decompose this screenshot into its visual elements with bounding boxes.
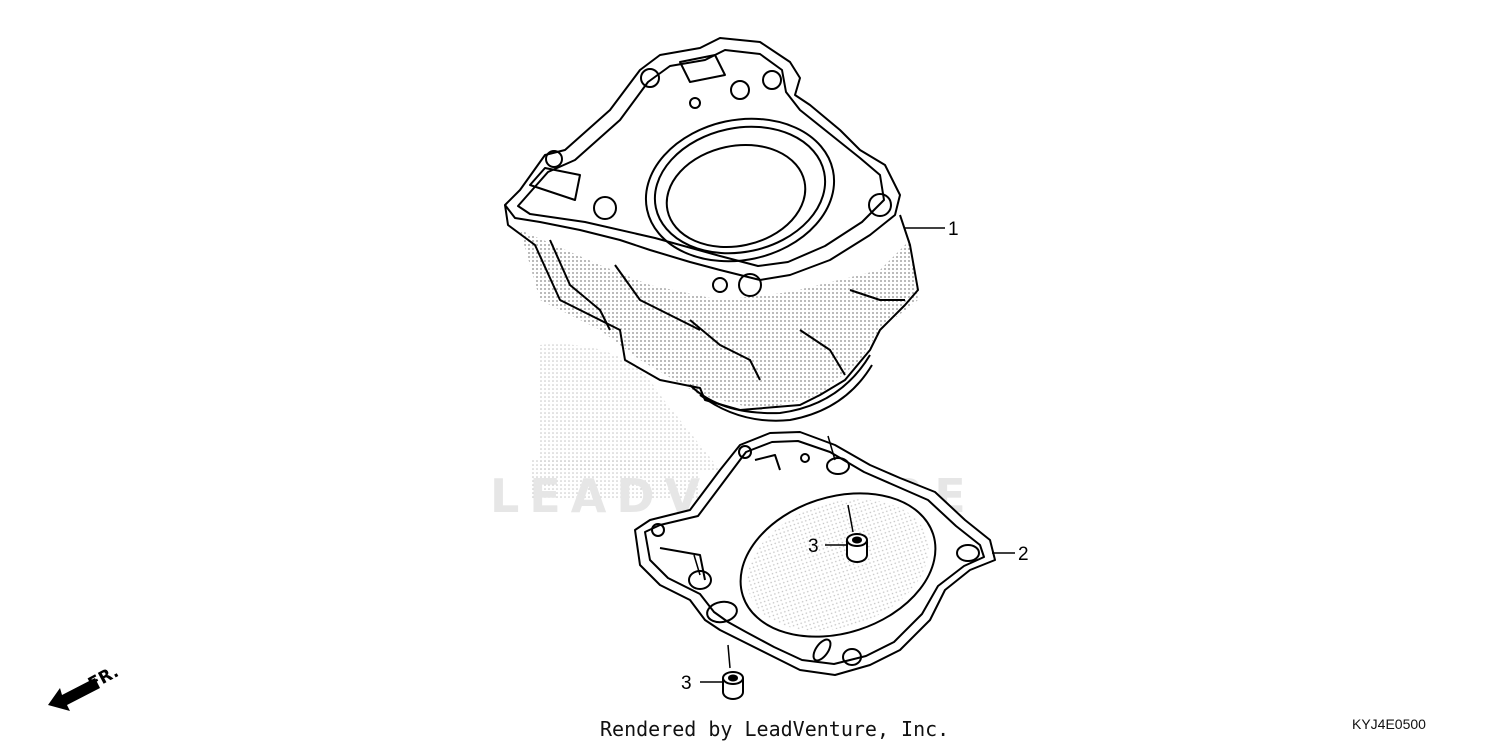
dowel-pin-upper[interactable] [846, 533, 868, 563]
watermark-logo [530, 344, 720, 500]
leader-lines [693, 227, 1015, 683]
callout-3-upper[interactable]: 3 [808, 536, 819, 557]
render-credit: Rendered by LeadVenture, Inc. [600, 717, 950, 741]
front-direction-arrow-icon: FR. [48, 662, 122, 711]
diagram-code: KYJ4E0500 [1352, 716, 1426, 732]
gasket-part[interactable] [634, 431, 996, 676]
callout-3-lower[interactable]: 3 [681, 673, 692, 694]
cylinder-part[interactable] [504, 37, 919, 422]
dowel-pin-lower[interactable] [722, 671, 744, 700]
callout-1[interactable]: 1 [948, 219, 959, 240]
callout-2[interactable]: 2 [1018, 544, 1029, 565]
